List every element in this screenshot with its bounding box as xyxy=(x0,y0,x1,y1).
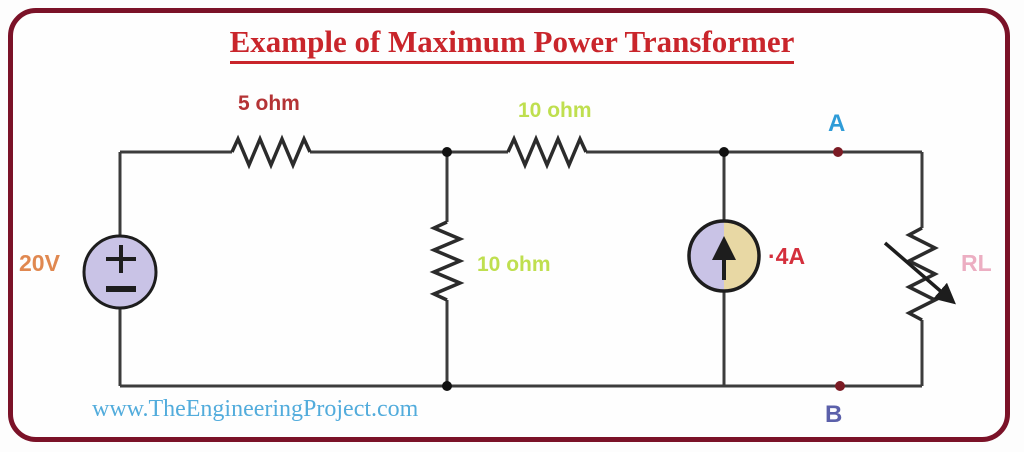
current-source-circle xyxy=(687,219,761,293)
current-source-fill-right xyxy=(724,221,759,291)
terminal-b-label: B xyxy=(825,401,843,428)
page-title: Example of Maximum Power Transformer xyxy=(0,24,1024,64)
resistor-5ohm-label: 5 ohm xyxy=(238,92,300,115)
watermark: www.TheEngineeringProject.com xyxy=(92,396,419,422)
load-resistor-label: RL xyxy=(961,250,992,276)
diagram-border xyxy=(8,8,1010,442)
voltage-source-plus-icon xyxy=(106,245,136,273)
junction-dot xyxy=(442,147,452,157)
terminal-a-label: A xyxy=(828,110,846,137)
load-resistor-arrow xyxy=(883,241,956,305)
resistor-10ohm-shunt-label: 10 ohm xyxy=(477,253,551,276)
terminal-b-dot xyxy=(835,381,845,391)
page-title-text: Example of Maximum Power Transformer xyxy=(229,24,795,64)
resistor-10ohm-series-zigzag xyxy=(506,134,588,170)
resistor-10ohm-shunt-zigzag xyxy=(429,220,465,302)
resistor-10ohm-series-label: 10 ohm xyxy=(518,99,592,122)
junction-dot xyxy=(442,381,452,391)
resistor-5ohm-zigzag xyxy=(230,134,312,170)
load-resistor-zigzag xyxy=(905,226,939,322)
current-source-fill-left xyxy=(689,221,724,291)
terminal-a-dot xyxy=(833,147,843,157)
junction-dot xyxy=(719,147,729,157)
voltage-source-label: 20V xyxy=(19,250,60,276)
current-source-label: ·4A xyxy=(768,243,806,269)
